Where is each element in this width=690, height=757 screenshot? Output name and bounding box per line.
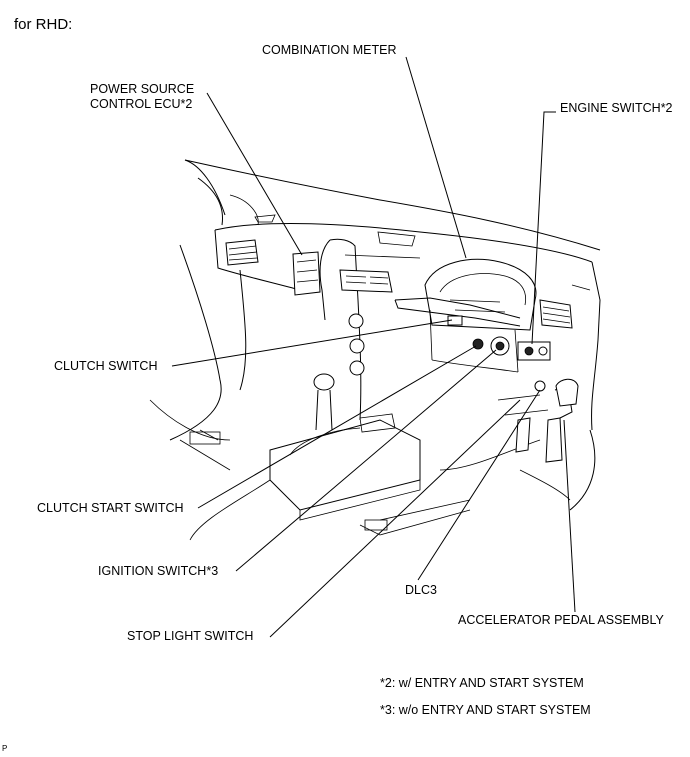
power-source-ecu-body [292, 251, 321, 296]
accelerator-pedal-pad [545, 417, 563, 463]
label-stop-light-switch: STOP LIGHT SWITCH [127, 629, 254, 643]
footnote-entry-start: *2: w/ ENTRY AND START SYSTEM [380, 676, 584, 690]
leader-dlc3 [417, 389, 541, 581]
diagram-title: for RHD: [14, 16, 73, 33]
footnote-no-entry-start: *3: w/o ENTRY AND START SYSTEM [380, 703, 591, 717]
label-power-source-ecu-line1: POWER SOURCE [90, 82, 195, 96]
center-vents [339, 269, 393, 293]
reference-code: P [2, 744, 8, 753]
dlc3-connector [534, 380, 546, 392]
label-accelerator-pedal: ACCELERATOR PEDAL ASSEMBLY [458, 613, 664, 627]
leader-clutch-start-switch [197, 345, 477, 509]
accelerator-pedal-sensor [555, 378, 579, 407]
engine-switch-body [517, 341, 551, 361]
left-door-panel [169, 244, 222, 441]
leader-clutch-switch [171, 319, 453, 367]
label-power-source-ecu-line2: CONTROL ECU*2 [90, 97, 193, 111]
leader-combination-meter [405, 56, 467, 259]
center-stack [329, 238, 362, 421]
label-dlc3: DLC3 [405, 583, 437, 597]
leader-engine-switch [531, 111, 556, 345]
clutch-start-switch-body [472, 338, 484, 350]
label-ignition-switch: IGNITION SWITCH*3 [98, 564, 219, 578]
leader-stop-light-switch [269, 399, 521, 638]
label-engine-switch: ENGINE SWITCH*2 [560, 101, 673, 115]
windshield-edge [184, 159, 601, 251]
leader-power-source-ecu [206, 92, 303, 256]
label-clutch-switch: CLUTCH SWITCH [54, 359, 158, 373]
label-combination-meter: COMBINATION METER [262, 43, 397, 57]
brake-pedal [515, 417, 531, 453]
gear-knob [313, 373, 335, 391]
leader-ignition-switch [235, 349, 497, 572]
dashboard-top [214, 222, 593, 263]
label-clutch-start-switch: CLUTCH START SWITCH [37, 501, 184, 515]
leader-accelerator-pedal [563, 419, 576, 613]
right-air-vent [539, 299, 573, 329]
